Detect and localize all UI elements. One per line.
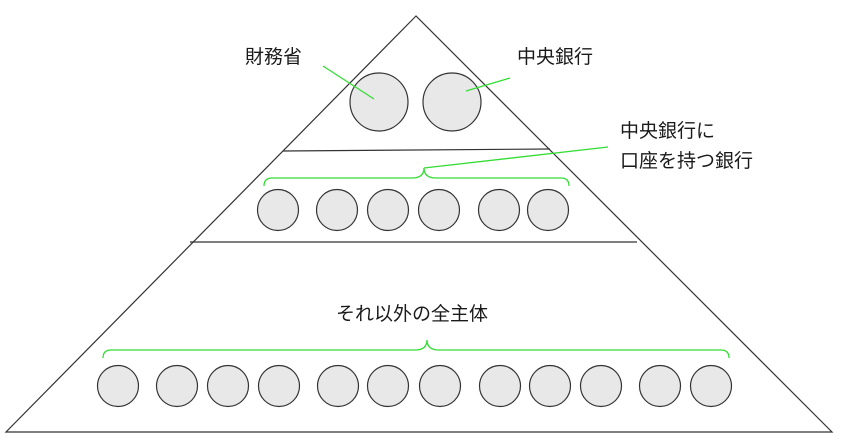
entity-node <box>478 364 522 408</box>
bank-node <box>315 188 359 232</box>
ministry-of-finance-node <box>349 72 409 132</box>
entity-node <box>257 364 301 408</box>
middle-tier-label-line1: 中央銀行に <box>620 120 715 142</box>
entity-node <box>689 364 733 408</box>
middle-tier-leader-line <box>423 146 609 169</box>
entity-node <box>366 364 410 408</box>
entity-node <box>316 364 360 408</box>
entity-node <box>638 364 682 408</box>
bottom-tier-entities <box>96 364 733 408</box>
bank-node <box>417 188 461 232</box>
bank-node <box>477 188 521 232</box>
bottom-tier-label: それ以外の全主体 <box>336 303 488 325</box>
entity-node <box>96 364 140 408</box>
pyramid-outline <box>4 15 834 433</box>
middle-tier-label-line2: 口座を持つ銀行 <box>620 150 753 172</box>
tier-divider-upper <box>282 148 551 152</box>
bank-node <box>366 188 410 232</box>
entity-node <box>579 364 623 408</box>
central-bank-label: 中央銀行 <box>517 46 593 68</box>
bank-node <box>256 188 300 232</box>
middle-tier-brace <box>263 167 570 187</box>
middle-tier-entities <box>256 188 570 232</box>
top-tier-entities <box>349 72 482 132</box>
bank-node <box>526 188 570 232</box>
ministry-leader-line <box>322 65 375 100</box>
entity-node <box>528 364 572 408</box>
entity-node <box>155 364 199 408</box>
entity-node <box>418 364 462 408</box>
bottom-tier-brace <box>102 339 730 359</box>
entity-node <box>206 364 250 408</box>
ministry-of-finance-label: 財務省 <box>245 46 302 68</box>
central-bank-node <box>422 72 482 132</box>
central-bank-leader-line <box>465 77 511 92</box>
